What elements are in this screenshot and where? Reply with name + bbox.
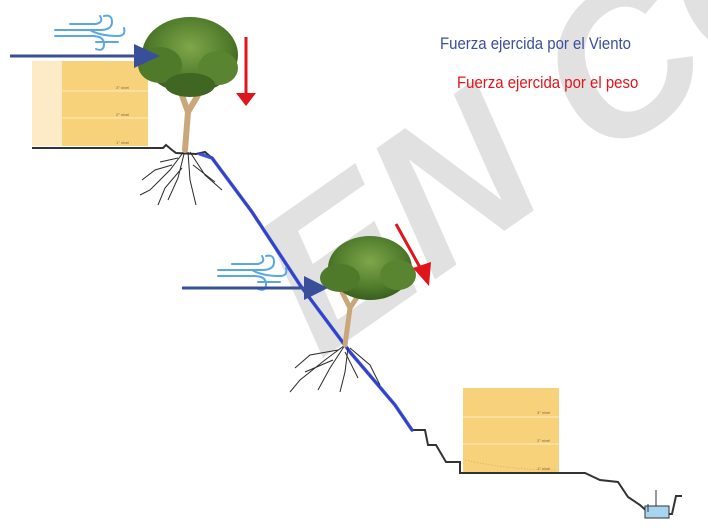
weight-force-arrow <box>394 223 431 286</box>
upper-building: 3° nivel 2° nivel 1° nivel <box>32 61 148 146</box>
wind-icon <box>54 14 126 51</box>
weight-force-arrow <box>236 37 256 106</box>
lower-floor-2: 2° nivel <box>537 438 550 443</box>
upper-tree-roots <box>139 149 223 206</box>
watermark: EN CO <box>214 0 708 396</box>
upper-floor-1: 1° nivel <box>116 140 129 145</box>
middle-tree-roots <box>289 344 381 393</box>
wind-force-arrow <box>10 44 160 68</box>
slope-surface <box>198 152 414 432</box>
legend-wind-force: Fuerza ejercida por el Viento <box>440 34 632 53</box>
upper-floor-2: 2° nivel <box>116 112 129 117</box>
lower-building: 3° nivel 2° nivel 1° nivel <box>463 388 559 473</box>
wind-force-arrow <box>182 276 328 300</box>
lower-floor-3: 3° nivel <box>537 410 550 415</box>
ground-profile <box>32 143 682 515</box>
drain-channel <box>644 490 670 519</box>
upper-floor-3: 3° nivel <box>116 85 129 90</box>
middle-tree <box>320 236 416 348</box>
lower-floor-1: 1° nivel <box>537 466 550 471</box>
wind-icon <box>217 254 288 291</box>
legend-weight-force: Fuerza ejercida por el peso <box>457 73 639 92</box>
upper-tree <box>138 17 238 153</box>
